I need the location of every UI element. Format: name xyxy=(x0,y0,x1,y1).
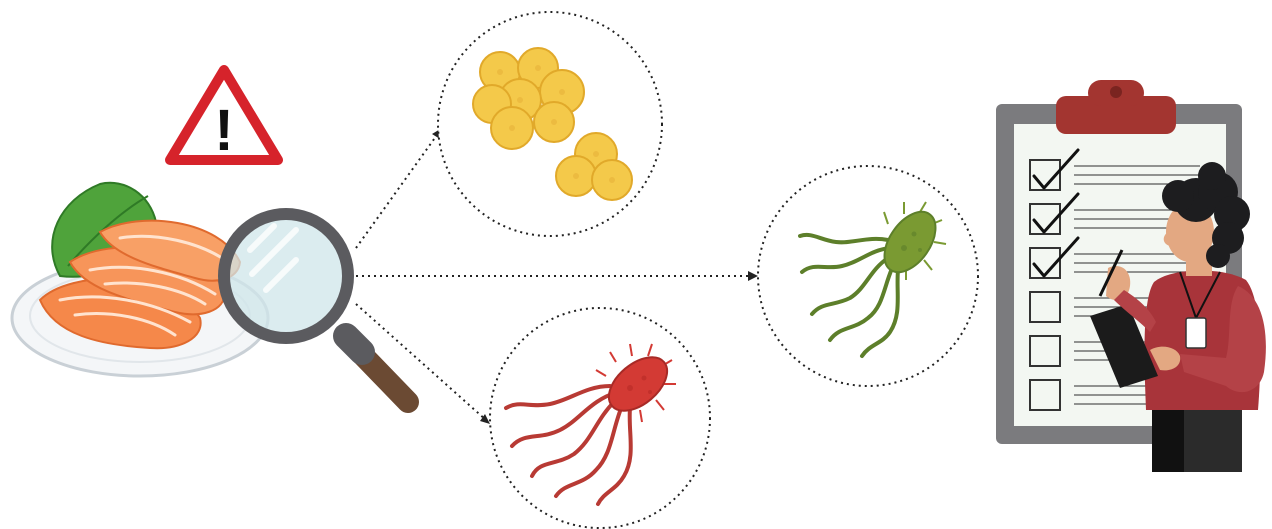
cocci-cluster-icon xyxy=(438,12,662,236)
arrowhead xyxy=(748,271,758,281)
green-flagellated-bacterium-icon xyxy=(758,166,978,386)
warning-exclamation: ! xyxy=(214,98,233,163)
id-badge xyxy=(1186,318,1206,348)
arrow-to-cocci xyxy=(356,128,442,248)
red-flagellated-bacterium-icon xyxy=(490,308,710,528)
arrowhead xyxy=(480,414,490,424)
magnifying-glass-icon xyxy=(224,214,408,402)
warning-triangle-icon: ! xyxy=(170,70,278,163)
